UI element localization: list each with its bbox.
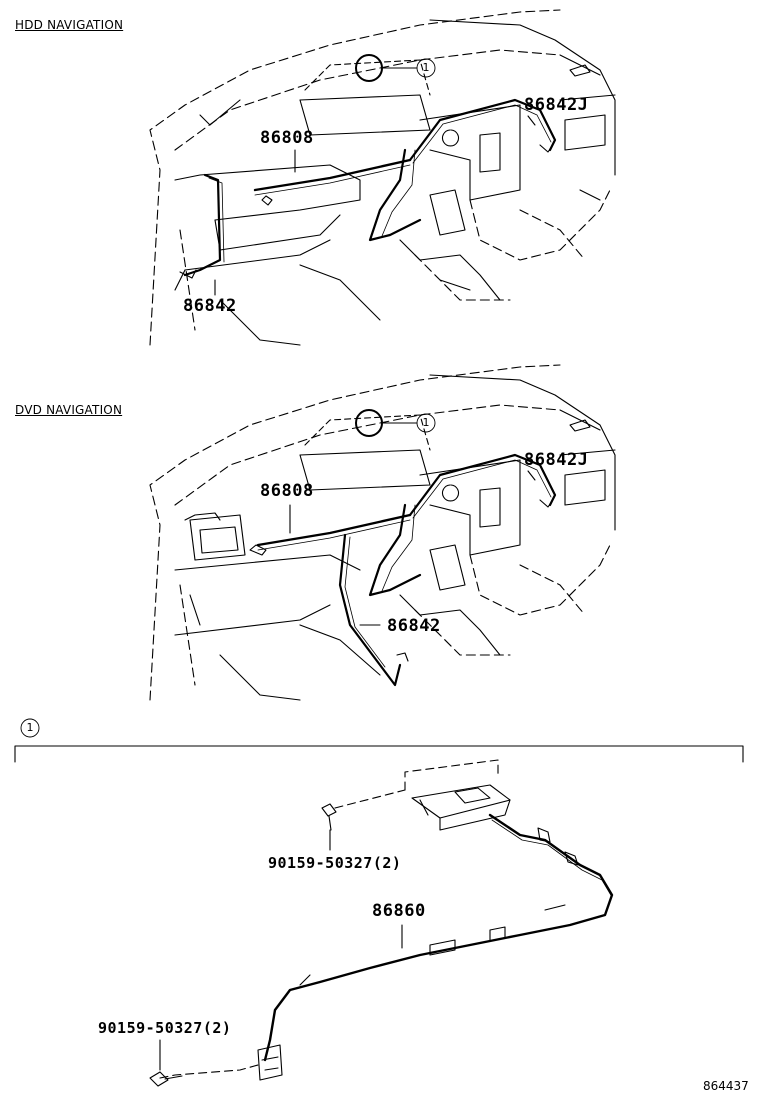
hdd-dashboard-illustration: [149, 9, 616, 346]
detail-illustration: [14, 718, 744, 1087]
hdd-part-86808: 86808: [260, 128, 314, 148]
hdd-part-86842: 86842: [183, 296, 237, 316]
dvd-navigation-title: DVD NAVIGATION: [15, 403, 123, 417]
dvd-dashboard-illustration: [149, 364, 616, 701]
hdd-navigation-title: HDD NAVIGATION: [15, 18, 124, 32]
hdd-callout-number: 1: [422, 61, 430, 74]
diagram-reference-code: 864437: [703, 1079, 749, 1093]
dvd-part-86842j: 86842J: [524, 450, 589, 470]
hdd-part-86842j: 86842J: [524, 95, 589, 115]
dvd-callout-number: 1: [422, 416, 430, 429]
dvd-part-86842: 86842: [387, 616, 441, 636]
detail-part-screw-lower: 90159-50327(2): [98, 1019, 232, 1037]
detail-callout-number: 1: [26, 721, 34, 734]
detail-part-screw-upper: 90159-50327(2): [268, 854, 402, 872]
dvd-part-86808: 86808: [260, 481, 314, 501]
detail-part-86860: 86860: [372, 901, 426, 921]
